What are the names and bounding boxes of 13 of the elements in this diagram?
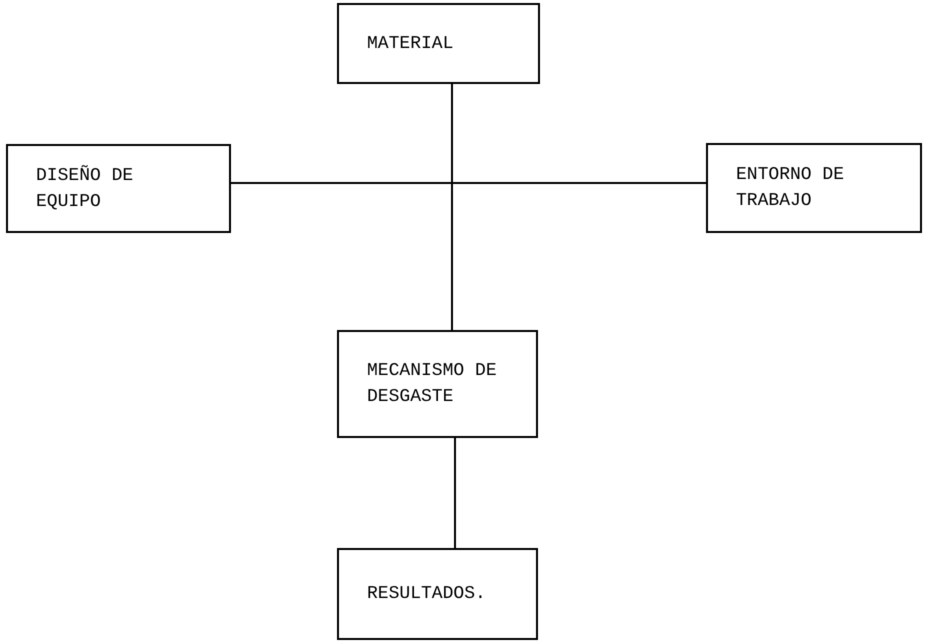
process-box: [337, 330, 538, 438]
box-label: RESULTADOS.: [367, 583, 487, 606]
box-label: DISEÑO DE EQUIPO: [36, 164, 134, 214]
process-box: [706, 143, 922, 233]
connector-line: [451, 84, 453, 330]
connector-line: [231, 182, 706, 184]
process-box: [337, 548, 538, 640]
box-label: MATERIAL: [367, 32, 454, 56]
process-box: [6, 144, 231, 233]
process-box: [337, 3, 540, 84]
box-label: ENTORNO DE TRABAJO: [736, 164, 846, 213]
box-label: MECANISMO DE DESGASTE: [367, 360, 498, 409]
connector-line: [454, 438, 456, 548]
